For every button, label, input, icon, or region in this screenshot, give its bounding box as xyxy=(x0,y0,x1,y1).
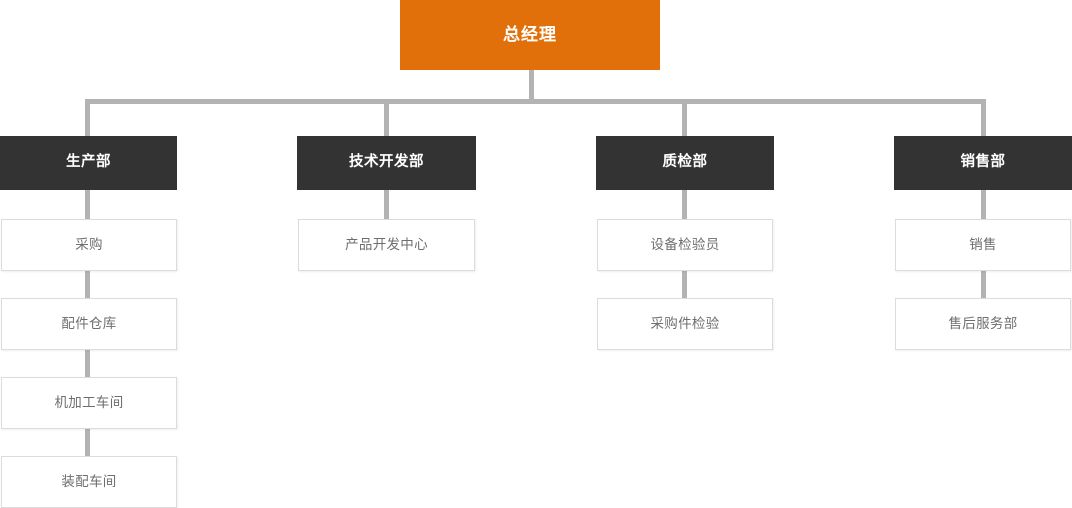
connector-c4-link-1 xyxy=(981,188,986,220)
connector-c1-link-3 xyxy=(85,348,90,379)
connector-bar-drop-1 xyxy=(85,99,90,137)
org-node-c3-child-2[interactable]: 采购件检验 xyxy=(597,298,773,350)
connector-c1-link-4 xyxy=(85,427,90,458)
org-node-c1-child-4[interactable]: 装配车间 xyxy=(1,456,177,508)
connector-bar-drop-2 xyxy=(384,99,389,137)
connector-c3-link-2 xyxy=(682,269,687,300)
org-node-department-4[interactable]: 销售部 xyxy=(894,136,1072,190)
org-node-c1-child-2[interactable]: 配件仓库 xyxy=(1,298,177,350)
org-node-c4-child-2[interactable]: 售后服务部 xyxy=(895,298,1071,350)
connector-bar-drop-3 xyxy=(682,99,687,137)
connector-c1-link-2 xyxy=(85,269,90,300)
connector-bar-drop-4 xyxy=(981,99,986,137)
org-node-root[interactable]: 总经理 xyxy=(400,0,660,70)
org-node-c1-child-1[interactable]: 采购 xyxy=(1,219,177,271)
connector-root-bar xyxy=(85,99,986,104)
org-node-department-3[interactable]: 质检部 xyxy=(596,136,774,190)
org-node-c2-child-1[interactable]: 产品开发中心 xyxy=(298,219,475,271)
org-node-c4-child-1[interactable]: 销售 xyxy=(895,219,1071,271)
connector-root-stem xyxy=(529,68,534,104)
connector-c1-link-1 xyxy=(85,188,90,220)
connector-c3-link-1 xyxy=(682,188,687,220)
org-node-c3-child-1[interactable]: 设备检验员 xyxy=(597,219,773,271)
org-node-department-2[interactable]: 技术开发部 xyxy=(297,136,476,190)
connector-c4-link-2 xyxy=(981,269,986,300)
connector-c2-link-1 xyxy=(384,188,389,220)
org-node-department-1[interactable]: 生产部 xyxy=(0,136,177,190)
org-node-c1-child-3[interactable]: 机加工车间 xyxy=(1,377,177,429)
